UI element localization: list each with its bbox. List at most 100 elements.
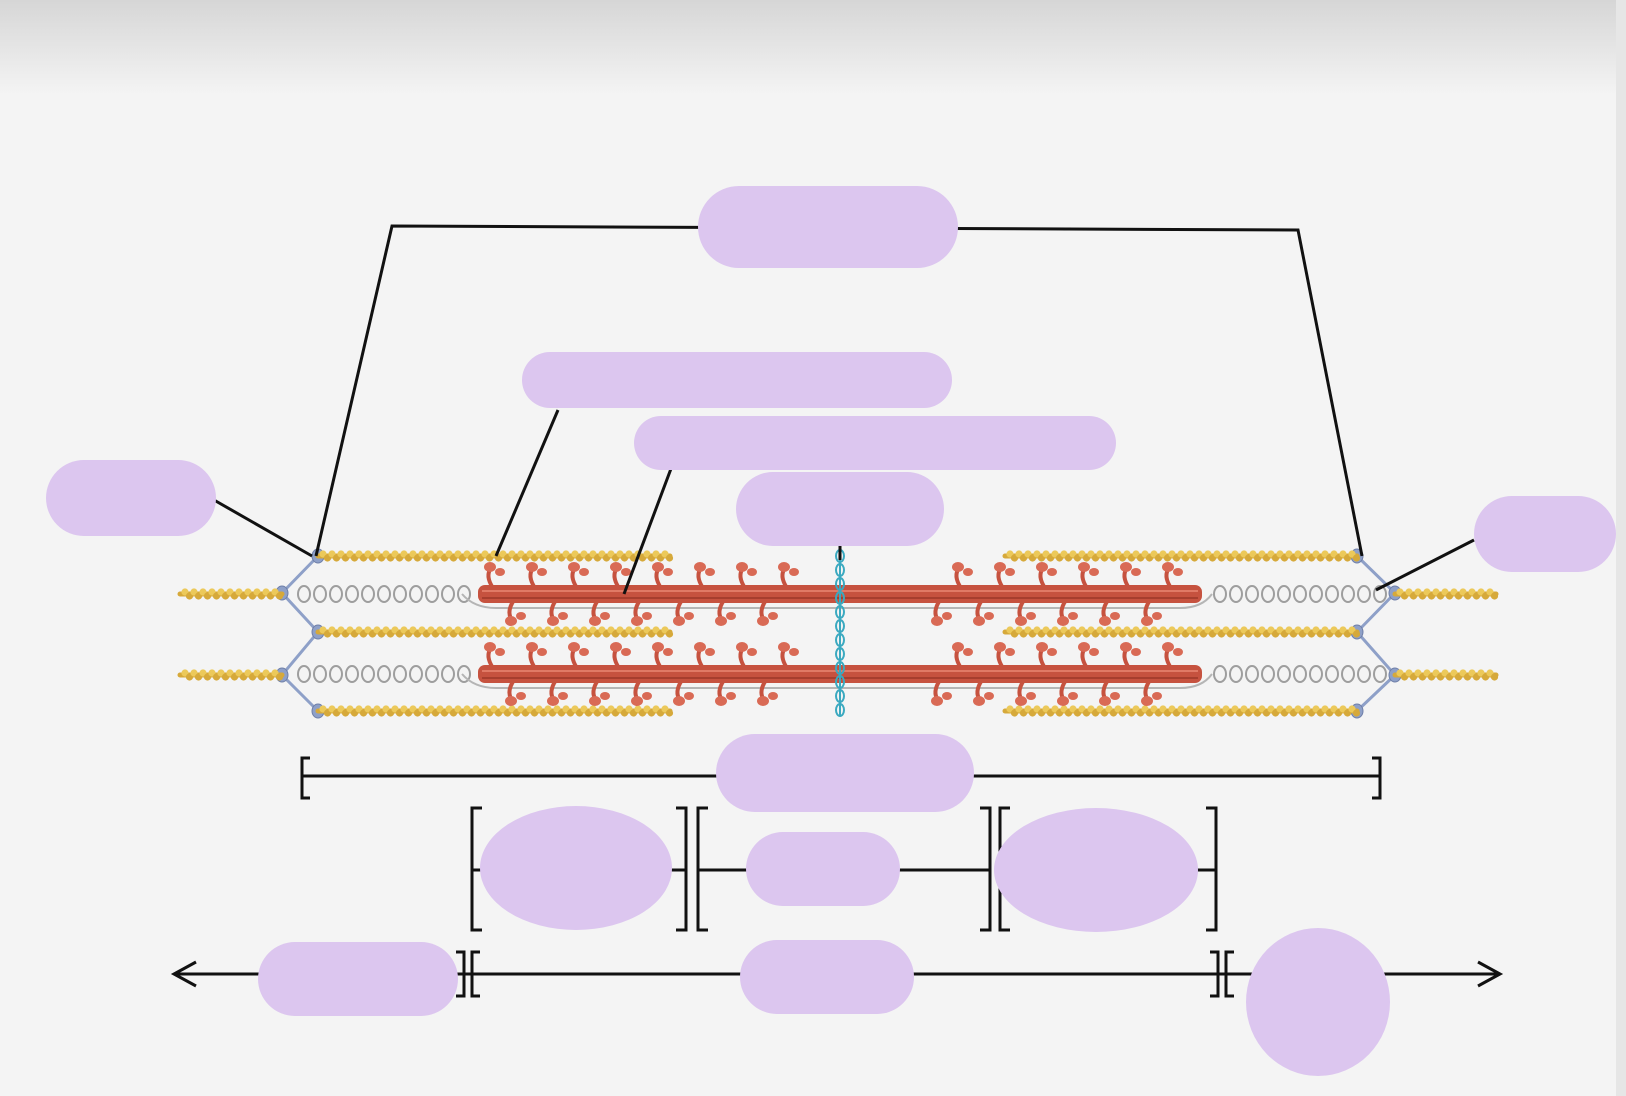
myosin-head <box>505 696 517 706</box>
actin-filament <box>1002 550 1361 562</box>
myosin-head <box>1015 696 1027 706</box>
myosin-head <box>1141 696 1153 706</box>
bottom-middle-label-mask <box>740 940 914 1014</box>
m-line-link <box>835 689 845 703</box>
top-bracket-label-mask <box>698 186 958 268</box>
myosin-head <box>984 612 994 620</box>
right-segment-label-mask <box>994 808 1198 932</box>
myosin-head <box>1036 642 1048 652</box>
middle-pointer-label-mask <box>634 416 1116 470</box>
myosin-head <box>994 642 1006 652</box>
myosin-head <box>931 696 943 706</box>
actin-filament <box>177 669 285 681</box>
myosin-head <box>778 642 790 652</box>
myosin-head <box>1110 692 1120 700</box>
filaments-layer <box>177 548 1499 719</box>
bottom-left-tick-a <box>456 950 466 998</box>
myosin-head <box>526 562 538 572</box>
myosin-head <box>1162 642 1174 652</box>
myosin-head <box>589 616 601 626</box>
myosin-head <box>952 562 964 572</box>
upper-pointer-label-mask <box>522 352 952 408</box>
myosin-head <box>537 568 547 576</box>
myosin-head <box>1047 568 1057 576</box>
myosin-head <box>621 648 631 656</box>
myosin-head <box>558 692 568 700</box>
bottom-right-tick-a <box>1210 950 1220 998</box>
myosin-head <box>1089 648 1099 656</box>
m-line-link <box>835 633 845 647</box>
myosin-head <box>684 692 694 700</box>
myosin-head <box>652 562 664 572</box>
myosin-head <box>736 642 748 652</box>
actin-filament <box>177 588 285 600</box>
m-line-link <box>835 703 845 717</box>
titin-coil <box>1213 585 1387 603</box>
myosin-head <box>600 612 610 620</box>
m-line-link <box>835 647 845 661</box>
myosin-head <box>984 692 994 700</box>
myosin-head <box>1005 568 1015 576</box>
label-masks-layer <box>46 186 1616 1076</box>
myosin-head <box>621 568 631 576</box>
actin-filament <box>1002 705 1361 717</box>
myosin-head <box>505 616 517 626</box>
myosin-head <box>963 568 973 576</box>
myosin-head <box>736 562 748 572</box>
myosin-head <box>1068 692 1078 700</box>
myosin-head <box>673 616 685 626</box>
myosin-head <box>768 612 778 620</box>
myosin-head <box>726 612 736 620</box>
myosin-head <box>642 612 652 620</box>
myosin-head <box>1026 612 1036 620</box>
myosin-head <box>768 692 778 700</box>
myosin-head <box>631 616 643 626</box>
myosin-head <box>1173 648 1183 656</box>
myosin-head <box>589 696 601 706</box>
myosin-head <box>516 612 526 620</box>
right-arrowhead <box>1477 960 1504 988</box>
myosin-head <box>642 692 652 700</box>
myosin-head <box>631 696 643 706</box>
titin-coil <box>297 665 471 683</box>
myosin-head <box>495 648 505 656</box>
middle-segment-label-mask <box>746 832 900 906</box>
right-edge <box>1616 0 1626 1096</box>
myosin-head <box>715 696 727 706</box>
center-label-mask <box>736 472 944 546</box>
myosin-head <box>610 642 622 652</box>
myosin-head <box>942 612 952 620</box>
myosin-head <box>973 696 985 706</box>
myosin-head <box>757 616 769 626</box>
myosin-head <box>684 612 694 620</box>
myosin-head <box>558 612 568 620</box>
myosin-head <box>1131 648 1141 656</box>
myosin-head <box>931 616 943 626</box>
m-line-link <box>835 661 845 675</box>
titin-coil <box>1213 665 1387 683</box>
m-line-link <box>835 605 845 619</box>
myosin-head <box>1099 616 1111 626</box>
myosin-head <box>495 568 505 576</box>
myosin-head <box>1026 692 1036 700</box>
left-arrowhead <box>170 960 197 988</box>
myosin-head <box>963 648 973 656</box>
myosin-head <box>1089 568 1099 576</box>
m-line-link <box>835 675 845 689</box>
myosin-head <box>663 648 673 656</box>
myosin-head <box>1078 562 1090 572</box>
myosin-head <box>715 616 727 626</box>
myosin-head <box>1078 642 1090 652</box>
myosin-head <box>1120 642 1132 652</box>
myosin-head <box>568 642 580 652</box>
myosin-head <box>778 562 790 572</box>
myosin-head <box>547 616 559 626</box>
myosin-head <box>1120 562 1132 572</box>
myosin-head <box>942 692 952 700</box>
myosin-head <box>1005 648 1015 656</box>
myosin-head <box>516 692 526 700</box>
myosin-head <box>726 692 736 700</box>
myosin-head <box>484 642 496 652</box>
myosin-head <box>1110 612 1120 620</box>
myosin-head <box>973 616 985 626</box>
